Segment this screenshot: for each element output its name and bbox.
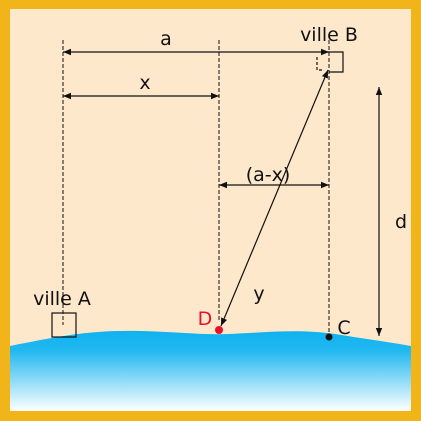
dashed-guides bbox=[62, 40, 330, 336]
label-a: a bbox=[160, 28, 172, 50]
ville-a-marker bbox=[51, 312, 77, 338]
label-ville-a: ville A bbox=[33, 288, 91, 310]
arrow-y bbox=[220, 69, 329, 327]
label-x: x bbox=[139, 72, 150, 94]
label-y: y bbox=[253, 283, 264, 305]
measurement-arrows bbox=[63, 48, 383, 336]
water-area bbox=[10, 330, 411, 411]
label-point-d: D bbox=[198, 308, 213, 330]
label-a-minus-x: (a-x) bbox=[246, 164, 291, 186]
label-point-c: C bbox=[337, 317, 350, 339]
label-d: d bbox=[395, 211, 407, 233]
point-c-dot bbox=[325, 333, 333, 341]
label-ville-b: ville B bbox=[300, 24, 358, 46]
point-d-dot bbox=[215, 326, 223, 334]
ville-b-marker bbox=[316, 51, 344, 73]
